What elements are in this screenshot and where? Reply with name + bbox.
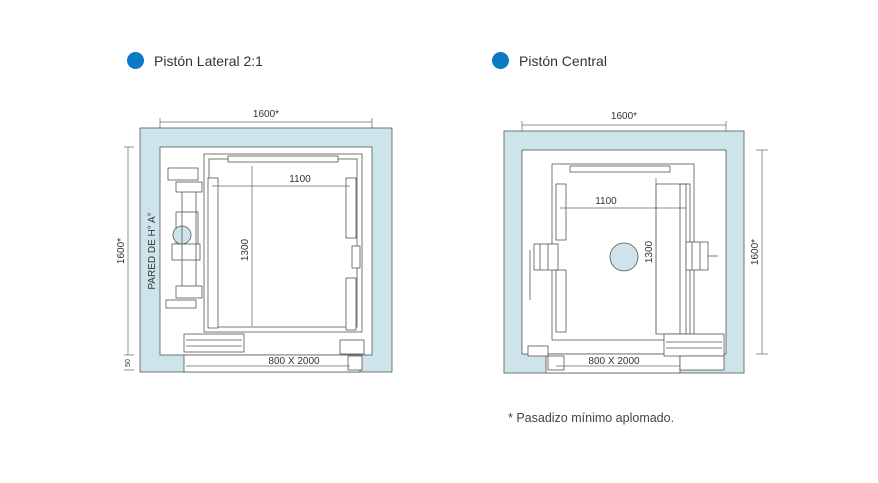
cabin-right-rail (345, 177, 357, 239)
heading-lateral: Pistón Lateral 2:1 (127, 52, 263, 69)
door-frame-post (527, 345, 549, 357)
shaft-width-label: 1600* (611, 111, 637, 122)
footnote: * Pasadizo mínimo aplomado. (508, 411, 675, 425)
plan-lateral: 1600* 1600* 50 PARED DE H° A° 1100 1300 (116, 109, 393, 373)
cabin-top-rail (569, 165, 671, 173)
bullet-dot-icon (127, 52, 144, 69)
plan-central: 1600* 1600* 1100 1300 (503, 111, 768, 374)
door-operator (351, 245, 361, 269)
landing-door-panel (183, 333, 245, 353)
guide-bracket (165, 299, 197, 309)
landing-door-panel (663, 333, 725, 357)
cabin-width-label: 1100 (595, 196, 617, 207)
shaft-depth-label: 1600* (750, 239, 761, 265)
wall-label: PARED DE H° A° (147, 212, 158, 289)
cabin-top-rail (227, 155, 339, 163)
cabin-width-label: 1100 (289, 174, 311, 185)
guide-bracket (533, 243, 559, 271)
door-frame-post (347, 355, 363, 371)
guide-bracket (175, 285, 203, 299)
shaft-depth-label: 1600* (116, 238, 127, 264)
door-label: 800 X 2000 (588, 356, 640, 367)
shaft-width-label: 1600* (253, 109, 279, 120)
guide-bracket (175, 181, 203, 193)
heading-lateral-label: Pistón Lateral 2:1 (154, 52, 263, 69)
door-label: 800 X 2000 (268, 356, 320, 367)
cabin-right-rail (345, 277, 357, 331)
door-frame-post (547, 355, 565, 371)
guide-bracket (685, 241, 709, 271)
door-frame-post (339, 339, 365, 355)
piston-icon (609, 242, 639, 272)
guide-bracket (167, 167, 199, 181)
heading-central-label: Pistón Central (519, 52, 607, 69)
pit-label: 50 (125, 359, 132, 367)
cabin-depth-label: 1300 (644, 240, 655, 263)
cabin-left-rail (555, 183, 567, 241)
cabin-frame (203, 153, 363, 333)
piston-base (171, 243, 201, 261)
cabin-left-rail (555, 269, 567, 333)
bullet-dot-icon (492, 52, 509, 69)
cabin-depth-label: 1300 (240, 238, 251, 261)
cabin-left-rail (207, 177, 219, 329)
heading-central: Pistón Central (492, 52, 607, 69)
landing-door-panel (679, 355, 725, 371)
